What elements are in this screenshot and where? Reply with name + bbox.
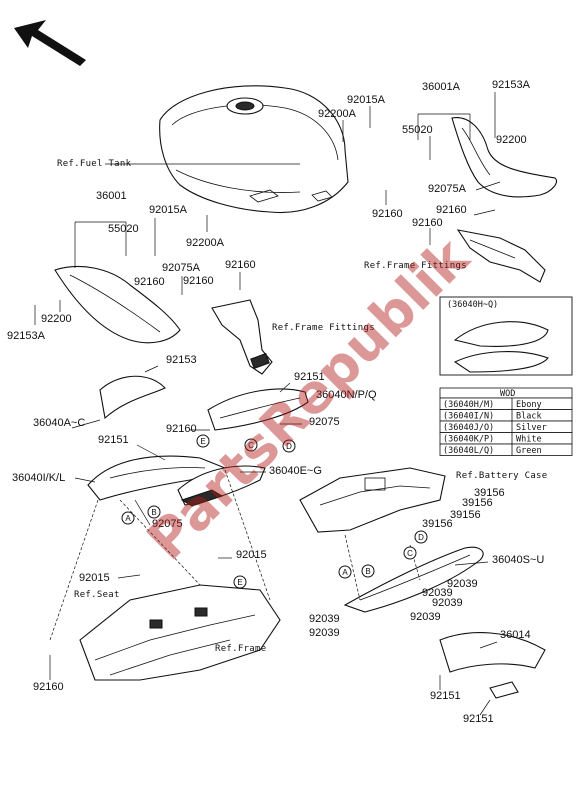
part-label: 39156: [450, 509, 481, 521]
tail-cover-left-drawing: [87, 455, 232, 501]
table-title: WOD: [500, 389, 515, 399]
color-table: (36040H~Q) WOD (36040H/M) Ebony (36040I/N)…: [439, 296, 573, 456]
battery-case-drawing: [299, 467, 446, 533]
part-label: 92160: [134, 276, 165, 288]
svg-text:B: B: [365, 567, 370, 576]
table-cell-code: (36040J/O): [443, 423, 494, 433]
part-label: 55020: [402, 124, 433, 136]
part-label: 92039: [309, 627, 340, 639]
part-label: 92160: [436, 204, 467, 216]
part-label: 39156: [462, 497, 493, 509]
table-cell-color: Ebony: [516, 400, 542, 410]
part-label: 92039: [432, 597, 463, 609]
part-label: 92075A: [428, 183, 467, 195]
part-label: 55020: [108, 223, 139, 235]
ref-fuel-tank: Ref.Fuel Tank: [57, 159, 132, 169]
frame-bracket-right-drawing: [456, 229, 546, 283]
part-label: 92075: [309, 416, 340, 428]
callout-b: B B: [147, 505, 375, 578]
table-cell-code: (36040I/N): [443, 411, 494, 421]
part-label: 92200A: [318, 108, 357, 120]
part-label: 92039: [447, 578, 478, 590]
part-label: 92160: [166, 423, 197, 435]
part-label: 92015A: [347, 94, 386, 106]
table-header-text: (36040H~Q): [447, 300, 498, 310]
svg-text:D: D: [418, 533, 424, 542]
part-label: 36001A: [422, 81, 461, 93]
svg-text:C: C: [407, 549, 413, 558]
svg-text:B: B: [151, 508, 156, 517]
table-cell-color: White: [516, 434, 542, 444]
part-label: 36040E~G: [269, 465, 322, 477]
callout-e: E E: [196, 434, 247, 589]
part-label: 92015: [236, 549, 267, 561]
seat-frame-drawing: [79, 584, 281, 681]
part-label: 92153: [166, 354, 197, 366]
ref-battery-case: Ref.Battery Case: [456, 471, 548, 481]
part-label: 39156: [422, 518, 453, 530]
table-cell-code: (36040K/P): [443, 434, 494, 444]
part-label: 92039: [309, 613, 340, 625]
upper-trim-drawing: [99, 375, 166, 420]
part-label: 92200: [41, 313, 72, 325]
ref-frame-fittings-right: Ref.Frame Fittings: [364, 261, 467, 271]
table-cell-color: Green: [516, 446, 542, 456]
part-label: 36040S~U: [492, 554, 544, 566]
part-label: 92153A: [7, 330, 46, 342]
svg-text:E: E: [200, 437, 205, 446]
part-label: 92015A: [149, 204, 188, 216]
table-cell-code: (36040H/M): [443, 400, 494, 410]
side-cover-left-drawing: [54, 265, 181, 344]
table-cell-color: Silver: [516, 423, 547, 433]
leader-lines: [34, 92, 501, 716]
part-label: 92015: [79, 572, 110, 584]
part-label: 92160: [183, 275, 214, 287]
part-label: 92151: [294, 371, 325, 383]
part-label: 36040N/P/Q: [316, 389, 377, 401]
part-label: 92151: [98, 434, 129, 446]
frame-bracket-left-drawing: [211, 299, 273, 375]
part-label: 92039: [410, 611, 441, 623]
svg-text:A: A: [342, 568, 348, 577]
callout-c: C C: [244, 438, 417, 560]
callout-a: A A: [121, 511, 352, 579]
callout-d: D D: [282, 439, 428, 544]
part-label: 92039: [422, 587, 453, 599]
part-label: 36014: [500, 629, 531, 641]
table-row: [439, 443, 573, 456]
side-cover-right-drawing: [451, 117, 558, 198]
svg-text:A: A: [125, 514, 131, 523]
tail-cover-right-drawing: [177, 465, 266, 507]
part-label: 92200: [496, 134, 527, 146]
svg-text:E: E: [237, 578, 242, 587]
part-label: 92075: [152, 518, 183, 530]
svg-text:C: C: [248, 441, 254, 450]
part-label: 92151: [430, 690, 461, 702]
table-cell-color: Black: [516, 411, 542, 421]
front-direction-arrow-icon: [14, 20, 86, 66]
middle-cover-drawing: [207, 388, 309, 431]
part-label: 36001: [96, 190, 127, 202]
ref-frame-fittings-left: Ref.Frame Fittings: [272, 323, 375, 333]
part-label: 36040A~C: [33, 417, 85, 429]
ref-frame: Ref.Frame: [215, 644, 266, 654]
part-label: 92160: [225, 259, 256, 271]
part-label: 92075A: [162, 262, 201, 274]
part-label: 92200A: [186, 237, 225, 249]
part-label: 92160: [412, 217, 443, 229]
part-label: 92160: [33, 681, 64, 693]
part-label: 39156: [474, 487, 505, 499]
rear-cowl-drawing: [439, 632, 546, 699]
svg-text:D: D: [286, 442, 292, 451]
part-label: 92151: [463, 713, 494, 725]
part-label: 92160: [372, 208, 403, 220]
table-cell-code: (36040L/Q): [443, 446, 494, 456]
ref-seat: Ref.Seat: [74, 590, 120, 600]
fuel-tank-drawing: [159, 85, 349, 214]
part-label: 36040I/K/L: [12, 472, 65, 484]
part-label: 92153A: [492, 79, 531, 91]
